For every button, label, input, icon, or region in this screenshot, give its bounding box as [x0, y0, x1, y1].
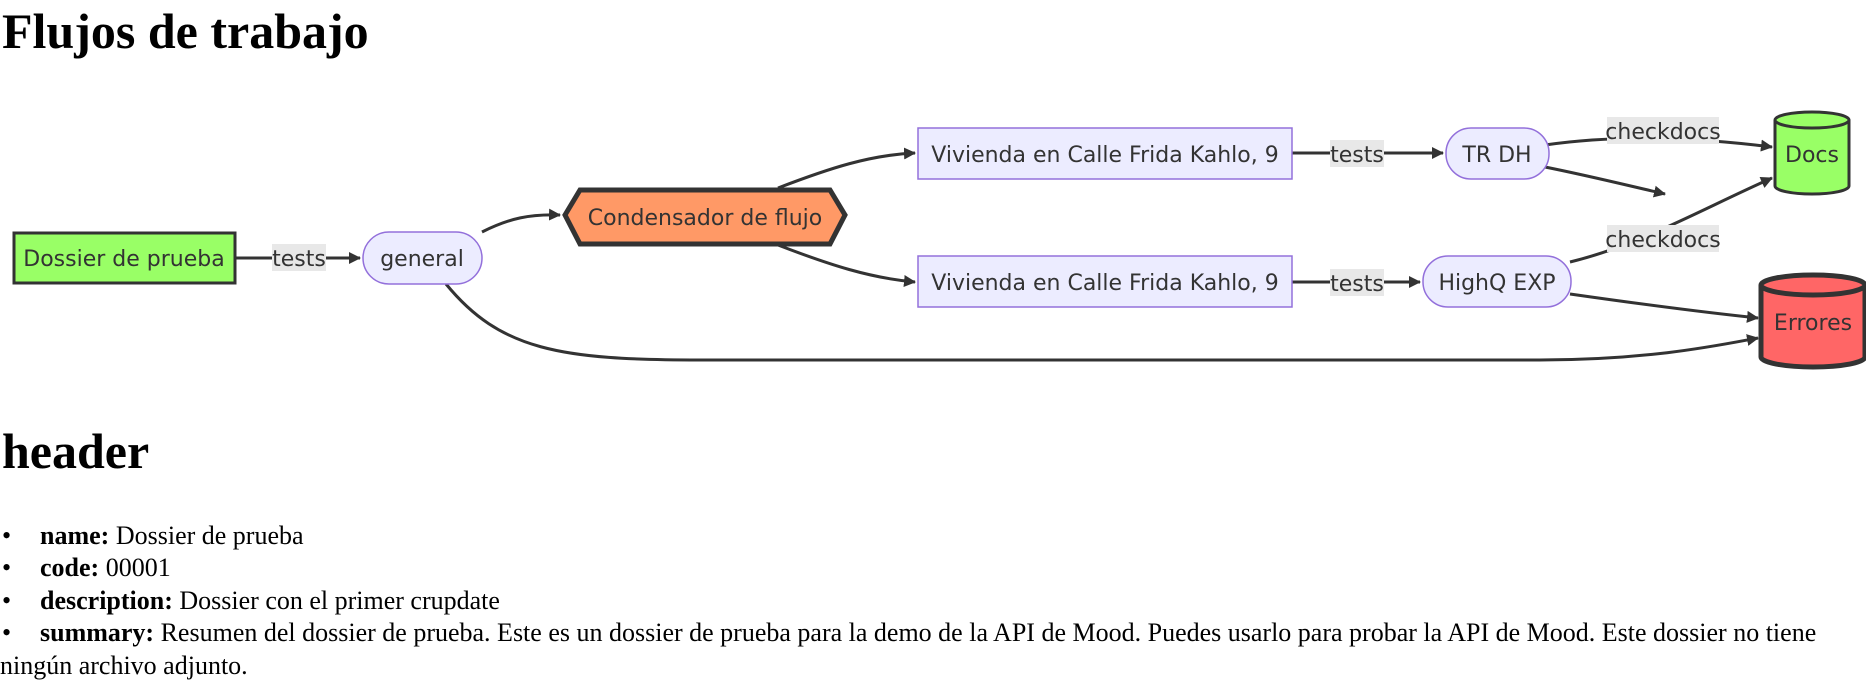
node-errores[interactable]: Errores	[1758, 272, 1866, 370]
field-key: description:	[40, 585, 173, 615]
field-value: Dossier con el primer crupdate	[179, 585, 500, 615]
node-docs-label: Docs	[1785, 143, 1839, 168]
edge-condensador-vivienda2	[777, 243, 916, 288]
node-highq[interactable]: HighQ EXP	[1422, 255, 1572, 308]
node-dossier-label: Dossier de prueba	[23, 247, 224, 272]
header-field-summary: summary: Resumen del dossier de prueba. …	[0, 617, 1866, 682]
node-errores-label: Errores	[1774, 311, 1852, 336]
workflow-diagram: tests tests tests checkdocs checkdocs Do…	[12, 110, 1866, 370]
node-trdh[interactable]: TR DH	[1445, 127, 1550, 180]
edge-general-errores	[444, 283, 1759, 362]
edge-label-tests-1: tests	[272, 247, 326, 272]
edge-general-condensador	[481, 208, 561, 234]
edge-label-checkdocs-1: checkdocs	[1605, 120, 1720, 145]
edge-label-checkdocs-2: checkdocs	[1605, 228, 1720, 253]
field-key: summary:	[40, 618, 155, 648]
node-vivienda-1[interactable]: Vivienda en Calle Frida Kahlo, 9	[917, 127, 1293, 180]
field-value: Dossier de prueba	[115, 521, 304, 550]
page-title: Flujos de trabajo	[2, 3, 369, 59]
node-docs[interactable]: Docs	[1773, 110, 1851, 196]
node-trdh-label: TR DH	[1461, 143, 1531, 168]
node-dossier[interactable]: Dossier de prueba	[12, 231, 237, 285]
header-field-list: name: Dossier de prueba code: 00001 desc…	[0, 520, 1866, 682]
node-vivienda-1-label: Vivienda en Calle Frida Kahlo, 9	[931, 143, 1278, 168]
header-field-name: name: Dossier de prueba	[0, 520, 1866, 553]
edge-label-tests-3: tests	[1330, 272, 1384, 297]
node-condensador-label: Condensador de flujo	[588, 206, 822, 231]
edge-label-tests-2: tests	[1330, 143, 1384, 168]
field-key: code:	[40, 553, 100, 583]
edge-condensador-vivienda1	[777, 147, 916, 190]
edge-highq-errores	[1569, 292, 1759, 323]
node-highq-label: HighQ EXP	[1438, 271, 1555, 296]
header-field-code: code: 00001	[0, 552, 1866, 585]
node-vivienda-2-label: Vivienda en Calle Frida Kahlo, 9	[931, 271, 1278, 296]
field-key: name:	[40, 521, 110, 550]
edge-trdh-loose	[1544, 165, 1666, 198]
node-vivienda-2[interactable]: Vivienda en Calle Frida Kahlo, 9	[917, 255, 1293, 308]
node-general[interactable]: general	[362, 231, 483, 285]
section-header-title: header	[2, 423, 150, 479]
node-condensador[interactable]: Condensador de flujo	[562, 187, 848, 247]
node-general-label: general	[380, 247, 464, 272]
header-field-description: description: Dossier con el primer crupd…	[0, 585, 1866, 618]
field-value: Resumen del dossier de prueba. Este es u…	[0, 618, 1817, 680]
field-value: 00001	[105, 553, 171, 583]
